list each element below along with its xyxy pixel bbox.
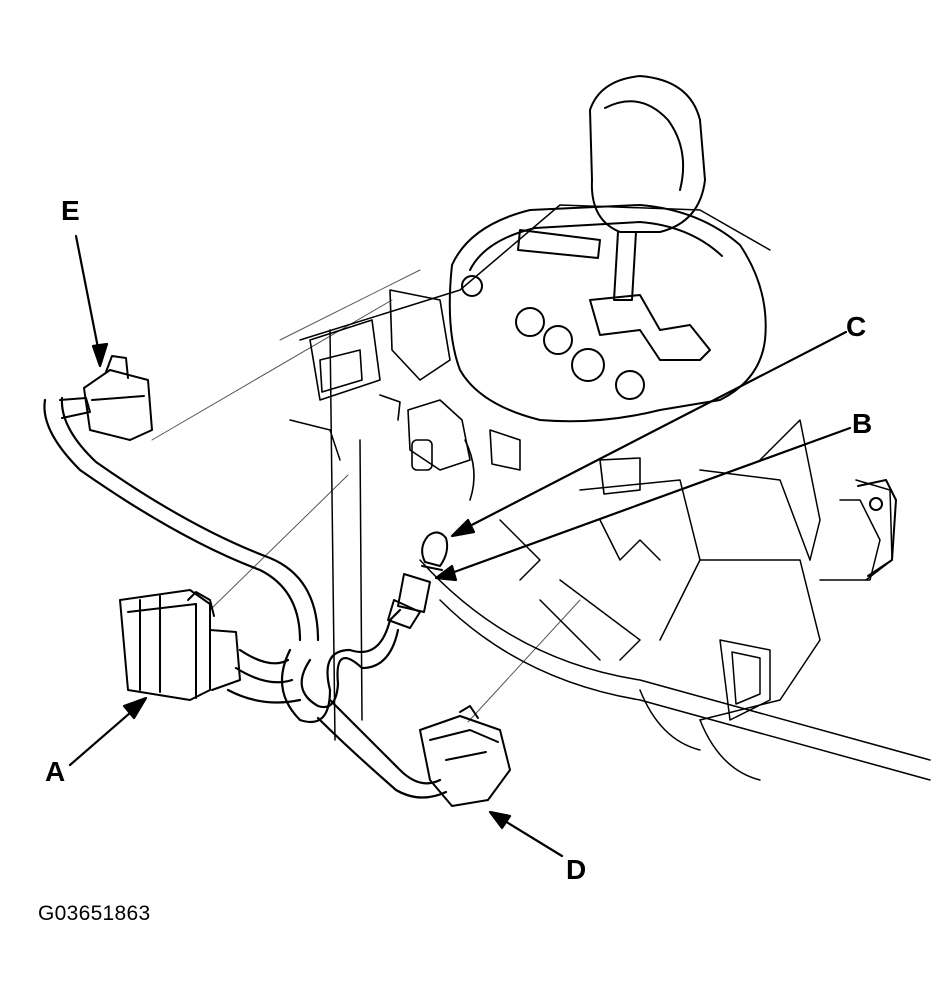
connector-e (59, 355, 153, 441)
shift-console-plate (448, 204, 767, 423)
figure-id: G03651863 (38, 902, 151, 925)
callout-arrows (68, 234, 852, 858)
bulb-socket (387, 573, 431, 629)
side-bracket (857, 479, 897, 577)
connector-d (419, 705, 511, 807)
callout-label-d: D (566, 854, 587, 885)
console-body (289, 204, 931, 781)
wire-harness (43, 396, 448, 799)
shift-knob (589, 75, 706, 301)
callout-label-a: A (45, 756, 66, 787)
connector-a (119, 589, 241, 701)
leader-lines (151, 269, 581, 723)
callout-label-c: C (846, 311, 867, 342)
callout-label-e: E (61, 195, 80, 226)
callout-label-b: B (852, 408, 873, 439)
mechanism (309, 289, 641, 501)
indicator-bulb (421, 531, 449, 571)
